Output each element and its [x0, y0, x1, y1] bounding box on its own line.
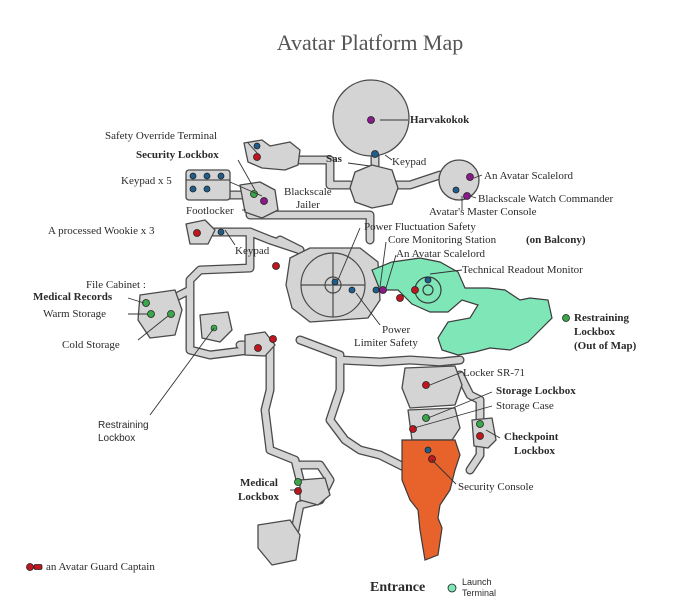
markers — [142, 116, 570, 593]
jailer-marker — [260, 197, 268, 205]
entrance-area — [401, 439, 461, 561]
label-restraining-out-3: (Out of Map) — [574, 340, 637, 352]
bottom-left-room — [257, 519, 301, 566]
harvakokok-marker — [367, 116, 375, 124]
safety-override-room — [243, 139, 301, 171]
label-on-balcony: (on Balcony) — [526, 234, 586, 246]
leader-lines — [127, 119, 501, 491]
label-entrance: Entrance — [370, 580, 425, 595]
label-keypad-top: Keypad — [392, 156, 427, 168]
locker-room — [401, 365, 463, 409]
label-restraining-in-1: Restraining — [98, 420, 149, 431]
checkpoint-room — [471, 417, 497, 449]
label-sas: Sas — [326, 153, 343, 165]
label-keypad-x5: Keypad x 5 — [121, 175, 172, 187]
label-blackscale-watch-commander: Blackscale Watch Commander — [478, 193, 613, 205]
label-warm-storage: Warm Storage — [43, 308, 106, 320]
map-labels: Harvakokok Safety Override Terminal Secu… — [33, 114, 637, 598]
label-security-lockbox: Security Lockbox — [136, 149, 219, 161]
label-storage-case: Storage Case — [496, 400, 554, 412]
label-technical-readout-monitor: Technical Readout Monitor — [462, 264, 583, 276]
label-checkpoint-1: Checkpoint — [504, 431, 559, 443]
label-avatars-master-console: Avatar's Master Console — [429, 206, 537, 218]
medical-room — [299, 477, 331, 506]
label-launch: Launch — [462, 577, 492, 587]
scalelord-mid-marker — [379, 286, 387, 294]
label-medical-records: Medical Records — [33, 291, 113, 303]
label-restraining-in-2: Lockbox — [98, 433, 135, 444]
label-harvakokok: Harvakokok — [410, 114, 470, 126]
label-core-monitoring-station: Core Monitoring Station — [388, 234, 497, 246]
cross-room — [244, 331, 276, 357]
label-file-cabinet: File Cabinet : — [86, 279, 146, 291]
label-avatar-scalelord-top: An Avatar Scalelord — [484, 170, 573, 182]
label-cold-storage: Cold Storage — [62, 339, 120, 351]
label-storage-lockbox: Storage Lockbox — [496, 385, 576, 397]
label-power: Power — [382, 324, 410, 336]
legend-guard-captain: an Avatar Guard Captain — [46, 561, 155, 573]
label-blackscale-jailer: Blackscale Jailer — [284, 186, 334, 211]
label-medical-1: Medical — [240, 477, 278, 489]
legend: an Avatar Guard Captain — [26, 561, 155, 573]
label-footlocker: Footlocker — [186, 205, 234, 217]
label-security-console: Security Console — [458, 481, 534, 493]
label-medical-2: Lockbox — [238, 491, 279, 503]
sas-room — [349, 164, 399, 209]
scalelord-top-marker — [466, 173, 474, 181]
label-safety-override-terminal: Safety Override Terminal — [105, 130, 217, 142]
map-title: Avatar Platform Map — [277, 30, 464, 55]
label-restraining-out-1: Restraining — [574, 312, 630, 324]
label-power-fluctuation-safety: Power Fluctuation Safety — [364, 221, 476, 233]
label-processed-wookie: A processed Wookie x 3 — [48, 225, 155, 237]
jailer-room — [239, 181, 279, 219]
watch-commander-marker — [463, 192, 471, 200]
red-dot-pair-icon — [26, 563, 43, 571]
label-avatar-scalelord-mid: An Avatar Scalelord — [396, 248, 485, 260]
label-keypad-left: Keypad — [235, 245, 270, 257]
label-locker-sr71: Locker SR-71 — [463, 367, 525, 379]
label-restraining-out-2: Lockbox — [574, 326, 615, 338]
label-jailer: Jailer — [296, 199, 320, 211]
label-limiter-safety: Limiter Safety — [354, 337, 418, 349]
label-terminal: Terminal — [462, 588, 496, 598]
storage-room — [407, 407, 461, 441]
scalelord-room — [438, 159, 480, 201]
label-blackscale: Blackscale — [284, 186, 332, 198]
label-checkpoint-2: Lockbox — [514, 445, 555, 457]
